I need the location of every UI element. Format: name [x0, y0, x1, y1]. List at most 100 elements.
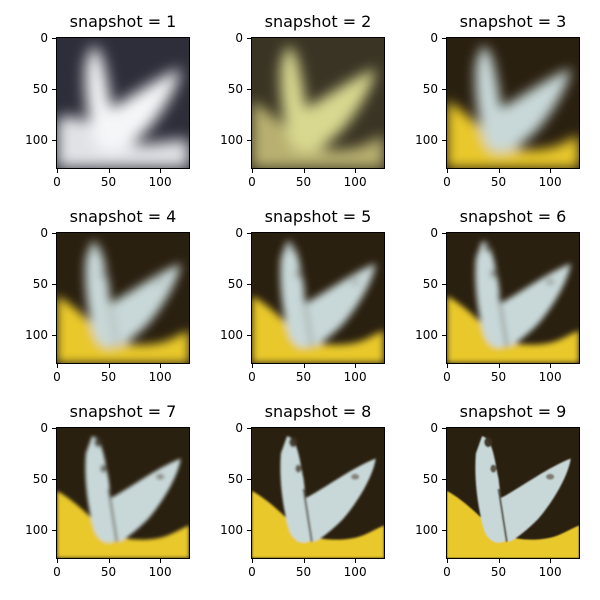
x-tick-mark: [57, 169, 58, 173]
x-tick-label: 100: [538, 565, 562, 579]
y-tick-label: 100: [415, 327, 438, 342]
x-tick-mark: [447, 364, 448, 368]
y-tick-mark: [52, 529, 56, 531]
x-tick-label: 100: [148, 565, 172, 579]
panel-title-5: snapshot = 5: [264, 207, 372, 226]
y-tick-label: 100: [25, 522, 48, 537]
y-tick-label: 50: [32, 276, 48, 291]
snapshot-image-2: [251, 37, 385, 169]
x-tick-label: 0: [53, 565, 61, 579]
y-tick-mark: [247, 88, 251, 90]
butterfly-picture: [252, 38, 384, 168]
y-tick-mark: [442, 88, 446, 90]
x-tick-label: 100: [343, 175, 367, 189]
y-tick-label: 50: [32, 81, 48, 96]
x-tick-label: 100: [343, 565, 367, 579]
snapshot-image-8: [251, 427, 385, 559]
y-tick-label: 100: [415, 132, 438, 147]
y-tick-label: 0: [430, 31, 438, 45]
y-tick-mark: [442, 38, 446, 39]
x-tick-mark: [108, 169, 110, 173]
y-tick-label: 0: [235, 421, 243, 435]
x-tick-label: 100: [538, 175, 562, 189]
x-tick-label: 50: [100, 565, 117, 579]
x-tick-label: 50: [490, 175, 507, 189]
x-tick-mark: [108, 559, 110, 563]
y-tick-mark: [247, 334, 251, 336]
x-tick-label: 0: [443, 175, 451, 189]
x-tick-mark: [57, 364, 58, 368]
x-tick-mark: [550, 169, 552, 173]
x-tick-mark: [252, 559, 253, 563]
y-tick-mark: [247, 478, 251, 480]
y-tick-mark: [247, 38, 251, 39]
butterfly-picture: [57, 428, 189, 558]
y-tick-mark: [247, 283, 251, 285]
y-tick-mark: [52, 478, 56, 480]
y-tick-mark: [442, 334, 446, 336]
y-tick-label: 100: [25, 132, 48, 147]
y-tick-label: 0: [430, 421, 438, 435]
y-tick-label: 0: [40, 31, 48, 45]
y-tick-mark: [442, 428, 446, 429]
y-tick-mark: [442, 283, 446, 285]
y-tick-label: 100: [415, 522, 438, 537]
x-tick-mark: [252, 169, 253, 173]
y-tick-mark: [52, 88, 56, 90]
y-tick-label: 50: [422, 81, 438, 96]
y-tick-mark: [247, 139, 251, 141]
x-tick-label: 50: [490, 370, 507, 384]
x-tick-label: 0: [53, 370, 61, 384]
x-tick-mark: [303, 559, 305, 563]
y-tick-label: 0: [235, 31, 243, 45]
y-tick-label: 50: [32, 471, 48, 486]
x-tick-mark: [303, 169, 305, 173]
x-tick-mark: [550, 559, 552, 563]
butterfly-picture: [447, 428, 579, 558]
panel-title-8: snapshot = 8: [264, 402, 372, 421]
y-tick-mark: [52, 233, 56, 234]
snapshot-image-3: [446, 37, 580, 169]
x-tick-label: 50: [100, 370, 117, 384]
panel-title-2: snapshot = 2: [264, 12, 372, 31]
panel-title-9: snapshot = 9: [459, 402, 567, 421]
x-tick-label: 0: [248, 370, 256, 384]
snapshot-image-6: [446, 232, 580, 364]
y-tick-label: 50: [227, 276, 243, 291]
x-tick-mark: [160, 559, 162, 563]
x-tick-label: 100: [538, 370, 562, 384]
y-tick-label: 0: [40, 421, 48, 435]
butterfly-picture: [57, 233, 189, 363]
y-tick-label: 50: [227, 81, 243, 96]
panel-title-3: snapshot = 3: [459, 12, 567, 31]
butterfly-picture: [252, 428, 384, 558]
butterfly-picture: [447, 233, 579, 363]
panel-title-1: snapshot = 1: [69, 12, 177, 31]
x-tick-mark: [252, 364, 253, 368]
x-tick-mark: [355, 364, 357, 368]
y-tick-label: 50: [422, 276, 438, 291]
y-tick-label: 50: [422, 471, 438, 486]
y-tick-label: 0: [235, 226, 243, 240]
x-tick-mark: [57, 559, 58, 563]
x-tick-label: 50: [295, 175, 312, 189]
x-tick-label: 0: [53, 175, 61, 189]
butterfly-picture: [57, 38, 189, 168]
x-tick-mark: [447, 169, 448, 173]
y-tick-label: 50: [227, 471, 243, 486]
x-tick-mark: [160, 364, 162, 368]
x-tick-label: 0: [248, 175, 256, 189]
y-tick-label: 100: [220, 327, 243, 342]
y-tick-mark: [247, 529, 251, 531]
x-tick-label: 0: [443, 565, 451, 579]
y-tick-mark: [442, 478, 446, 480]
x-tick-mark: [108, 364, 110, 368]
x-tick-label: 50: [100, 175, 117, 189]
snapshot-image-5: [251, 232, 385, 364]
y-tick-mark: [52, 334, 56, 336]
butterfly-picture: [447, 38, 579, 168]
x-tick-label: 100: [148, 175, 172, 189]
y-tick-label: 0: [40, 226, 48, 240]
butterfly-picture: [252, 233, 384, 363]
y-tick-label: 100: [220, 522, 243, 537]
